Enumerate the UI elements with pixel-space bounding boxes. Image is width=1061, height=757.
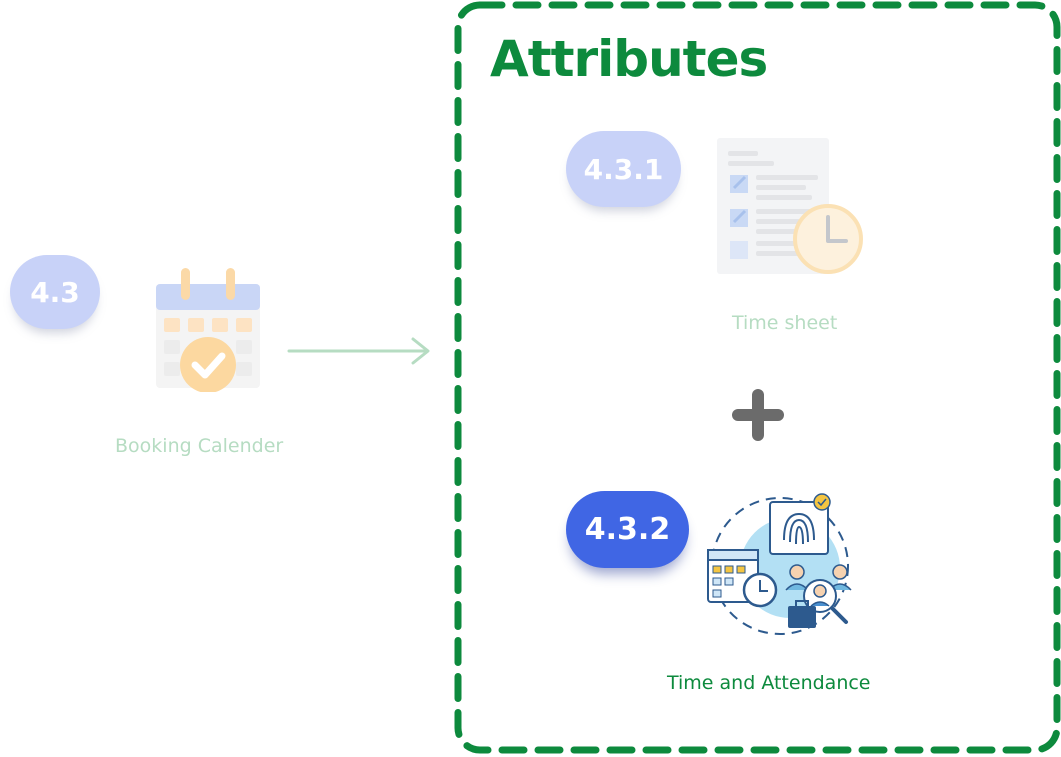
fingerprint-attendance-icon xyxy=(707,493,852,635)
attributes-title: Attributes xyxy=(490,30,768,88)
item-number-badge-2: 4.3.2 xyxy=(566,491,689,568)
plus-icon xyxy=(732,389,784,441)
section-number-badge: 4.3 xyxy=(10,255,100,329)
arrow-right-icon xyxy=(287,337,430,365)
section-label: Booking Calender xyxy=(115,435,284,457)
timesheet-clock-icon xyxy=(717,138,863,274)
item-number-badge-1: 4.3.1 xyxy=(566,131,681,207)
item-label-1: Time sheet xyxy=(732,312,838,334)
item-label-2: Time and Attendance xyxy=(667,672,871,694)
calendar-check-icon xyxy=(156,268,260,392)
